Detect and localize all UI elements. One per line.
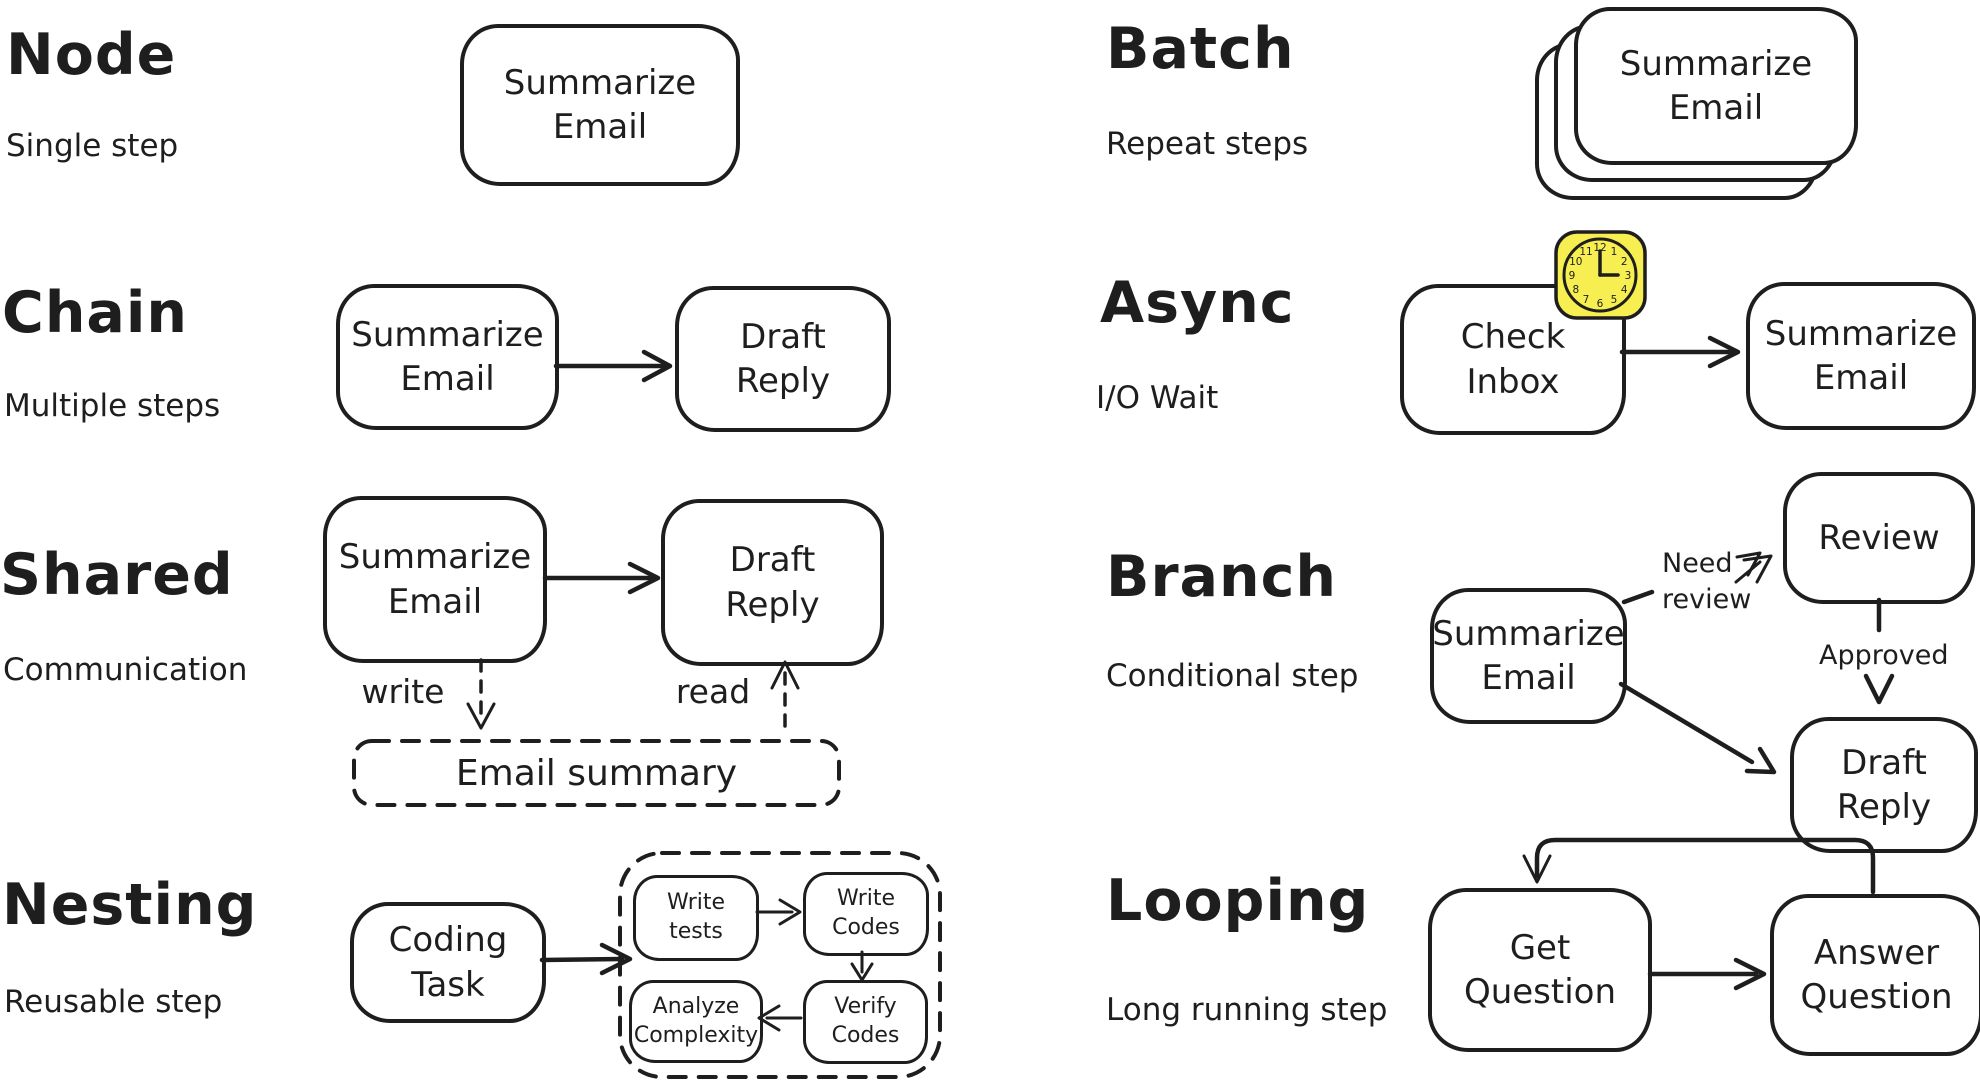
shared-arrowhead	[627, 561, 661, 595]
section-subtitle-batch: Repeat steps	[1106, 126, 1309, 162]
node-box-label: Summarize Email	[503, 62, 697, 147]
svg-text:12: 12	[1593, 242, 1606, 254]
section-subtitle-looping: Long running step	[1106, 992, 1388, 1028]
section-title-looping: Looping	[1106, 868, 1370, 934]
svg-text:7: 7	[1583, 294, 1590, 306]
nesting-verify-codes-label: Verify Codes	[831, 994, 900, 1048]
chain-box-summarize-email: Summarize Email	[336, 284, 559, 430]
batch-card-front: Summarize Email	[1574, 7, 1858, 165]
svg-text:1: 1	[1611, 246, 1618, 258]
svg-text:9: 9	[1569, 270, 1576, 282]
nesting-write-tests-label: Write tests	[666, 890, 726, 944]
svg-text:10: 10	[1569, 256, 1582, 268]
svg-text:3: 3	[1625, 270, 1632, 282]
branch-approved-arrowhead	[1863, 673, 1895, 705]
shared-read-label: read	[675, 672, 751, 711]
batch-card-label: Summarize Email	[1619, 43, 1813, 128]
shared-box-draft-reply: Draft Reply	[661, 499, 884, 666]
section-title-async: Async	[1100, 270, 1295, 336]
async-box1-label: Check Inbox	[1460, 317, 1566, 402]
section-subtitle-nesting: Reusable step	[4, 984, 223, 1020]
svg-text:5: 5	[1611, 294, 1618, 306]
chain-box-draft-reply: Draft Reply	[675, 286, 891, 432]
chain-arrowhead	[641, 349, 673, 383]
nesting-box-write-codes: Write Codes	[803, 872, 929, 956]
svg-text:11: 11	[1579, 246, 1592, 258]
branch-box-draft-reply: Draft Reply	[1790, 717, 1978, 853]
async-box2-label: Summarize Email	[1764, 313, 1958, 398]
looping-arrowhead	[1733, 957, 1767, 991]
chain-box1-label: Summarize Email	[351, 314, 544, 399]
branch-direct-arrow	[1618, 681, 1755, 765]
svg-text:8: 8	[1572, 284, 1579, 296]
nesting-box-label: Coding Task	[388, 920, 508, 1005]
branch-need-review-dash	[1621, 589, 1655, 605]
nesting-box-coding-task: Coding Task	[350, 902, 546, 1023]
async-box-summarize-email: Summarize Email	[1746, 282, 1976, 430]
looping-box-answer-question: Answer Question	[1770, 894, 1980, 1056]
branch-box-summarize-email: Summarize Email	[1430, 588, 1627, 724]
shared-write-arrowhead	[466, 702, 496, 730]
branch-box3-label: Draft Reply	[1836, 742, 1932, 827]
branch-box2-label: Review	[1818, 517, 1940, 558]
nesting-main-arrow	[539, 956, 625, 963]
clock-face-circle	[1562, 237, 1638, 313]
nesting-write-codes-label: Write Codes	[832, 886, 900, 940]
section-subtitle-branch: Conditional step	[1106, 658, 1359, 694]
looping-box2-label: Answer Question	[1800, 932, 1953, 1017]
nesting-box-write-tests: Write tests	[633, 875, 759, 961]
section-subtitle-chain: Multiple steps	[4, 388, 221, 424]
node-box-summarize-email: Summarize Email	[460, 24, 740, 186]
chain-box2-label: Draft Reply	[735, 316, 831, 401]
nesting-box-analyze-complexity: Analyze Complexity	[629, 980, 763, 1063]
looping-box-get-question: Get Question	[1428, 888, 1652, 1052]
branch-need-review-label: Need review	[1662, 548, 1752, 616]
section-title-batch: Batch	[1106, 16, 1295, 82]
svg-text:2: 2	[1621, 256, 1628, 268]
nesting-main-arrowhead	[599, 942, 633, 976]
nesting-arrowhead-codes-verify	[850, 962, 874, 982]
section-subtitle-shared: Communication	[3, 652, 248, 688]
svg-text:4: 4	[1621, 284, 1628, 296]
section-title-shared: Shared	[0, 542, 234, 608]
section-title-branch: Branch	[1106, 544, 1337, 610]
shared-write-label: write	[361, 672, 445, 711]
section-subtitle-async: I/O Wait	[1096, 380, 1219, 416]
async-arrowhead	[1707, 335, 1741, 369]
section-title-nesting: Nesting	[2, 872, 258, 938]
nesting-box-verify-codes: Verify Codes	[803, 980, 928, 1064]
branch-box-review: Review	[1783, 472, 1975, 604]
branch-box1-label: Summarize Email	[1432, 613, 1625, 698]
section-subtitle-node: Single step	[6, 128, 179, 164]
branch-direct-arrowhead	[1744, 746, 1777, 775]
section-title-node: Node	[6, 22, 177, 88]
section-title-chain: Chain	[2, 280, 188, 346]
shared-store-label: Email summary	[455, 752, 738, 794]
looping-box1-label: Get Question	[1463, 927, 1617, 1012]
shared-box2-label: Draft Reply	[725, 540, 820, 625]
branch-approved-label: Approved	[1819, 640, 1949, 671]
shared-box-summarize-email: Summarize Email	[323, 496, 547, 663]
shared-box1-label: Summarize Email	[338, 537, 532, 622]
nesting-arrowhead-tests-codes	[778, 898, 802, 926]
svg-text:6: 6	[1597, 298, 1604, 310]
looping-back-arrowhead	[1522, 854, 1552, 884]
nesting-analyze-complexity-label: Analyze Complexity	[633, 993, 759, 1048]
